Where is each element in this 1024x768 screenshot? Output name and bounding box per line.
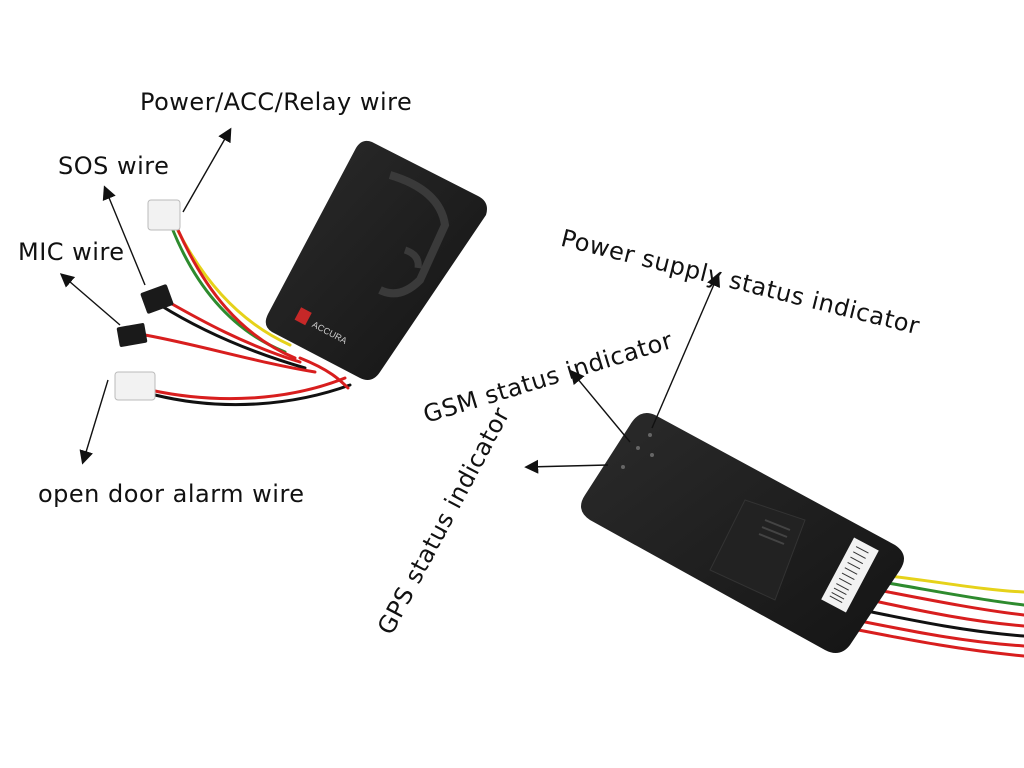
arrow-sos [102,185,146,286]
arrow-door [79,379,109,465]
left-device: ACCURA [114,140,487,407]
door-connector [114,371,156,401]
right-device [581,412,1024,658]
label-power-acc-relay-wire: Power/ACC/Relay wire [140,88,413,116]
arrow-gsm [570,369,631,443]
arrow-gps [524,459,609,474]
arrow-power-supply [651,272,720,429]
left-device-body [265,140,487,380]
label-mic-wire: MIC wire [18,238,125,266]
callout-arrows [59,127,720,474]
battery-cover [709,499,806,601]
label-open-door-alarm-wire: open door alarm wire [38,480,305,508]
left-device-wires [143,223,352,407]
right-device-wires [846,573,1024,658]
power-connector [147,199,181,231]
mic-connector [116,323,148,347]
arrow-power-acc [182,127,232,213]
barcode-sticker [821,537,879,613]
arrow-mic [59,273,121,326]
gps-led [621,465,625,469]
power-led [648,433,652,437]
sos-connector [140,284,174,314]
gsm-led [636,446,640,450]
label-sos-wire: SOS wire [58,152,170,180]
